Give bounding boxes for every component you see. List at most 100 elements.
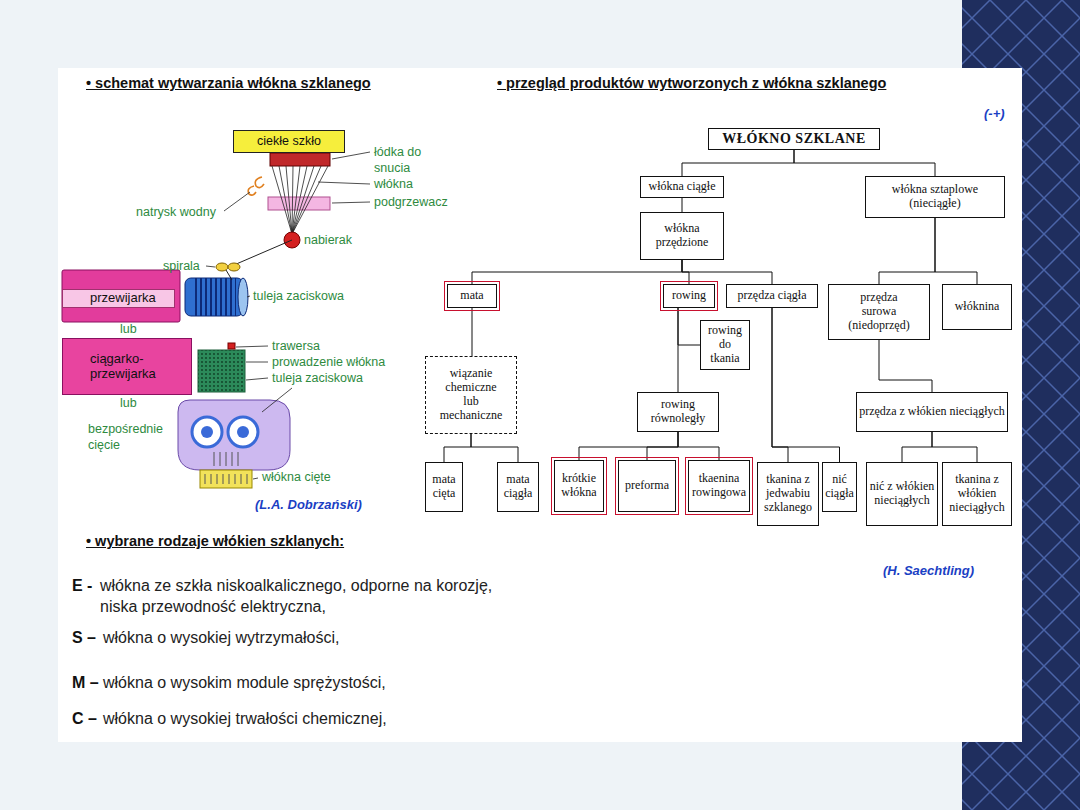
tree-connector: [647, 432, 678, 460]
tree-connector: [682, 198, 683, 212]
tree-connector: [471, 434, 518, 462]
highlighted-box: tkaenina rowingowa: [688, 460, 750, 512]
chopped-fibre: [226, 452, 227, 466]
tree-connector: [579, 432, 678, 460]
fibre-type-code: M –: [72, 672, 99, 693]
node-text: mata: [460, 289, 483, 303]
water-spray: [248, 186, 256, 195]
tree-connector: [472, 308, 473, 356]
note: (-+): [984, 106, 1005, 122]
fibre-type-code: C –: [72, 708, 97, 729]
glass-fibre: [292, 166, 307, 234]
chopped-fibre: [205, 474, 206, 484]
tree-connector: [472, 260, 682, 284]
leader-line: [262, 388, 292, 412]
chopped-fibre: [223, 474, 224, 484]
part-label: łódka do snucia: [374, 145, 436, 176]
node-text: mata cięta: [428, 473, 460, 501]
fibre-type-description: włókna o wysokiej trwałości chemicznej,: [103, 708, 387, 729]
product-box: rowing do tkania: [700, 320, 750, 370]
leader-line: [332, 202, 370, 203]
part-label: prowadzenie włókna: [272, 355, 385, 371]
part-label: podgrzewacz: [374, 195, 448, 211]
node-text: rowing równoległy: [640, 398, 716, 426]
leader-line: [206, 266, 215, 267]
tree-connector: [935, 218, 977, 284]
node-text: rowing do tkania: [707, 324, 743, 365]
node-text: ciągarko- przewijarka: [90, 352, 191, 382]
part-label: bezpośrednie cięcie: [88, 422, 178, 453]
part-label: natrysk wodny: [136, 205, 216, 221]
part-label: tuleja zaciskowa: [253, 289, 344, 305]
chopped-fibre: [238, 452, 239, 466]
tree-connector: [682, 260, 772, 284]
section-heading: • przegląd produktów wytworzonych z włók…: [497, 75, 886, 92]
node-text: krótkie włókna: [557, 472, 601, 500]
leader-line: [247, 296, 250, 297]
category-box: włókna przędzione: [640, 212, 724, 260]
cutter-housing: [178, 400, 290, 470]
leader-line: [224, 192, 250, 211]
glass-fibre: [292, 166, 321, 234]
fibre-type-code: E -: [72, 575, 92, 596]
molten-glass-box: ciekłe szkło: [233, 130, 345, 153]
tree-connector: [772, 308, 788, 462]
leader-line: [246, 362, 268, 363]
source-citation: (L.A. Dobrzański): [255, 497, 362, 513]
spiral: [216, 263, 228, 271]
node-text: włókna ciągłe: [649, 180, 716, 194]
chopped-fibre: [211, 474, 212, 484]
fibre-type-description: włókna o wysokim module sprężystości,: [103, 672, 386, 693]
node-text: tkaenina rowingowa: [691, 472, 747, 500]
highlighted-box: krótkie włókna: [554, 460, 604, 512]
section-heading: • schemat wytwarzania włókna szklanego: [86, 75, 371, 92]
node-text: mata ciągła: [500, 473, 536, 501]
part-label: tuleja zaciskowa: [272, 371, 363, 387]
node-text: nić ciągła: [825, 473, 854, 501]
fibre-type-code: S –: [72, 627, 96, 648]
drawing-winder-box: ciągarko- przewijarka: [62, 338, 192, 395]
node-text: rowing: [672, 289, 706, 303]
product-box: tkanina z jedwabiu szklanego: [757, 462, 819, 526]
node-text: włóknina: [955, 300, 1000, 314]
chopped-fibre: [229, 474, 230, 484]
winder-body: [62, 270, 180, 322]
product-box: mata ciągła: [497, 462, 539, 512]
tree-connector: [794, 150, 935, 176]
node-text: włókna przędzione: [643, 222, 721, 250]
cutter-hub: [201, 426, 213, 438]
chopped-fibre: [247, 474, 248, 484]
strand: [234, 240, 292, 265]
node-text: WŁÓKNO SZKLANE: [722, 131, 866, 147]
part-label: trawersa: [272, 339, 320, 355]
water-spray: [255, 177, 264, 188]
leader-line: [246, 378, 268, 380]
product-box: nić ciągła: [822, 462, 857, 512]
node-text: ciekłe szkło: [257, 134, 321, 148]
process-box: wiązanie chemiczne lub mechaniczne: [425, 356, 517, 434]
glass-fibre: [292, 166, 314, 234]
category-box: włókna ciągłe: [640, 176, 724, 198]
part-label: nabierak: [304, 233, 352, 249]
product-box: włóknina: [942, 284, 1012, 330]
leader-line: [253, 478, 258, 479]
tree-connector: [879, 340, 932, 392]
chopped-fibre-bin: [200, 470, 252, 488]
root-box: WŁÓKNO SZKLANE: [708, 128, 880, 150]
node-text: tkanina z włókien nieciągłych: [945, 473, 1009, 514]
node-text: wiązanie chemiczne lub mechaniczne: [439, 367, 503, 422]
part-label: włókna: [374, 177, 413, 193]
product-box: mata cięta: [425, 462, 463, 512]
node-text: nić z włókien nieciągłych: [869, 480, 935, 508]
tree-connector: [682, 150, 794, 176]
tree-connector: [444, 434, 471, 462]
tree-connector: [678, 432, 719, 460]
bushing: [270, 153, 330, 166]
highlighted-box: rowing: [663, 284, 715, 308]
node-text: przędza surowa (niedoprzęd): [845, 291, 913, 332]
node-text: tkanina z jedwabiu szklanego: [760, 473, 816, 514]
content-panel: [58, 68, 1022, 742]
product-box: rowing równoległy: [637, 392, 719, 432]
